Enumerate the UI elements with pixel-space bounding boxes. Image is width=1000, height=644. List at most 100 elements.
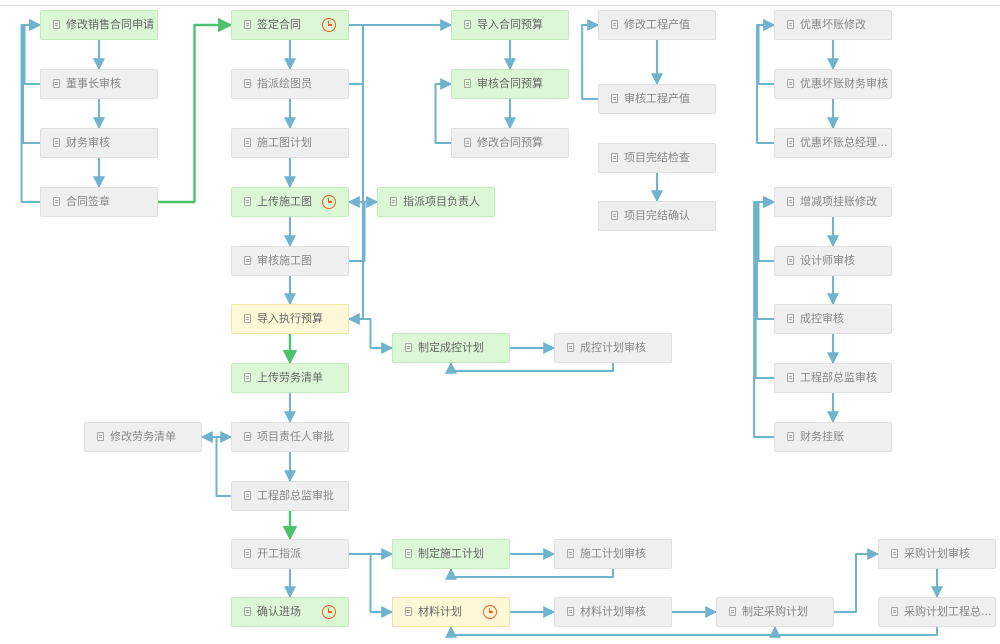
workflow-node[interactable]: 工程部总监审核 bbox=[774, 363, 892, 393]
workflow-node[interactable]: 项目完结确认 bbox=[598, 201, 716, 231]
workflow-node[interactable]: 增减项挂账修改 bbox=[774, 187, 892, 217]
workflow-edge bbox=[23, 19, 42, 85]
workflow-node[interactable]: 工程部总监审批 bbox=[231, 481, 349, 511]
workflow-node[interactable]: 制定施工计划 bbox=[392, 539, 510, 569]
workflow-node[interactable]: 财务审核 bbox=[40, 128, 158, 158]
workflow-node[interactable]: 材料计划 bbox=[392, 597, 510, 627]
clock-icon bbox=[483, 605, 497, 619]
node-label: 项目完结检查 bbox=[624, 151, 690, 164]
document-icon bbox=[244, 314, 251, 323]
workflow-node[interactable]: 优惠坏账财务审核 bbox=[774, 69, 892, 99]
workflow-node[interactable]: 上传施工图 bbox=[231, 187, 349, 217]
node-label: 审核施工图 bbox=[257, 254, 312, 267]
document-icon bbox=[244, 197, 251, 206]
node-label: 修改工程产值 bbox=[624, 18, 690, 31]
workflow-node[interactable]: 成控计划审核 bbox=[554, 333, 672, 363]
workflow-node[interactable]: 项目责任人审批 bbox=[231, 422, 349, 452]
workflow-node[interactable]: 项目完结检查 bbox=[598, 143, 716, 173]
node-label: 施工图计划 bbox=[257, 136, 312, 149]
workflow-node[interactable]: 成控审核 bbox=[774, 304, 892, 334]
clock-icon bbox=[322, 605, 336, 619]
workflow-node[interactable]: 优惠坏账修改 bbox=[774, 10, 892, 40]
document-icon bbox=[244, 20, 251, 29]
workflow-node[interactable]: 修改合同预算 bbox=[451, 128, 569, 158]
workflow-edge bbox=[20, 19, 42, 203]
workflow-node[interactable]: 审核工程产值 bbox=[598, 84, 716, 114]
node-label: 制定成控计划 bbox=[418, 341, 484, 354]
node-label: 成控计划审核 bbox=[580, 341, 646, 354]
workflow-node[interactable]: 修改劳务清单 bbox=[84, 422, 202, 452]
node-label: 增减项挂账修改 bbox=[800, 195, 877, 208]
node-label: 合同签章 bbox=[66, 195, 110, 208]
node-label: 指派项目负责人 bbox=[403, 195, 480, 208]
workflow-node[interactable]: 董事长审核 bbox=[40, 69, 158, 99]
workflow-node[interactable]: 审核施工图 bbox=[231, 246, 349, 276]
workflow-node[interactable]: 制定采购计划 bbox=[716, 597, 834, 627]
document-icon bbox=[244, 256, 251, 265]
document-icon bbox=[567, 549, 574, 558]
workflow-node[interactable]: 采购计划审核 bbox=[878, 539, 996, 569]
document-icon bbox=[53, 79, 60, 88]
node-label: 确认进场 bbox=[257, 605, 301, 618]
workflow-node[interactable]: 制定成控计划 bbox=[392, 333, 510, 363]
document-icon bbox=[53, 138, 60, 147]
workflow-node[interactable]: 指派绘图员 bbox=[231, 69, 349, 99]
node-label: 成控审核 bbox=[800, 312, 844, 325]
document-icon bbox=[611, 94, 618, 103]
workflow-node[interactable]: 修改工程产值 bbox=[598, 10, 716, 40]
document-icon bbox=[244, 138, 251, 147]
workflow-node[interactable]: 导入合同预算 bbox=[451, 10, 569, 40]
node-label: 财务审核 bbox=[66, 136, 110, 149]
node-label: 项目完结确认 bbox=[624, 209, 690, 222]
document-icon bbox=[729, 607, 736, 616]
workflow-node[interactable]: 施工计划审核 bbox=[554, 539, 672, 569]
document-icon bbox=[787, 79, 794, 88]
workflow-edge bbox=[757, 196, 776, 262]
node-label: 导入执行预算 bbox=[257, 312, 323, 325]
workflow-node[interactable]: 开工指派 bbox=[231, 539, 349, 569]
document-icon bbox=[567, 607, 574, 616]
document-icon bbox=[464, 79, 471, 88]
document-icon bbox=[244, 549, 251, 558]
workflow-node[interactable]: 确认进场 bbox=[231, 597, 349, 627]
node-label: 采购计划审核 bbox=[904, 547, 970, 560]
workflow-node[interactable]: 修改销售合同申请 bbox=[40, 10, 158, 40]
document-icon bbox=[611, 20, 618, 29]
workflow-node[interactable]: 财务挂账 bbox=[774, 422, 892, 452]
node-label: 工程部总监审核 bbox=[800, 371, 877, 384]
top-divider bbox=[0, 5, 1000, 6]
workflow-node[interactable]: 上传劳务清单 bbox=[231, 363, 349, 393]
document-icon bbox=[405, 607, 412, 616]
node-label: 审核工程产值 bbox=[624, 92, 690, 105]
workflow-node[interactable]: 施工图计划 bbox=[231, 128, 349, 158]
workflow-node[interactable]: 签定合同 bbox=[231, 10, 349, 40]
workflow-node[interactable]: 设计师审核 bbox=[774, 246, 892, 276]
workflow-edge bbox=[581, 19, 600, 100]
node-label: 修改合同预算 bbox=[477, 136, 543, 149]
document-icon bbox=[787, 197, 794, 206]
workflow-node[interactable]: 优惠坏账总经理... bbox=[774, 128, 892, 158]
document-icon bbox=[97, 432, 104, 441]
node-label: 审核合同预算 bbox=[477, 77, 543, 90]
document-icon bbox=[464, 138, 471, 147]
workflow-node[interactable]: 指派项目负责人 bbox=[377, 187, 495, 217]
document-icon bbox=[891, 607, 898, 616]
workflow-node[interactable]: 采购计划工程总... bbox=[878, 597, 996, 627]
clock-icon bbox=[322, 18, 336, 32]
document-icon bbox=[405, 549, 412, 558]
workflow-node[interactable]: 合同签章 bbox=[40, 187, 158, 217]
workflow-edge bbox=[349, 553, 394, 618]
document-icon bbox=[53, 20, 60, 29]
document-icon bbox=[787, 432, 794, 441]
workflow-edge bbox=[200, 431, 231, 497]
workflow-node[interactable]: 导入执行预算 bbox=[231, 304, 349, 334]
document-icon bbox=[244, 79, 251, 88]
document-icon bbox=[611, 153, 618, 162]
node-label: 工程部总监审批 bbox=[257, 489, 334, 502]
workflow-node[interactable]: 审核合同预算 bbox=[451, 69, 569, 99]
workflow-node[interactable]: 材料计划审核 bbox=[554, 597, 672, 627]
document-icon bbox=[787, 256, 794, 265]
node-label: 施工计划审核 bbox=[580, 547, 646, 560]
document-icon bbox=[464, 20, 471, 29]
node-label: 优惠坏账财务审核 bbox=[800, 77, 888, 90]
